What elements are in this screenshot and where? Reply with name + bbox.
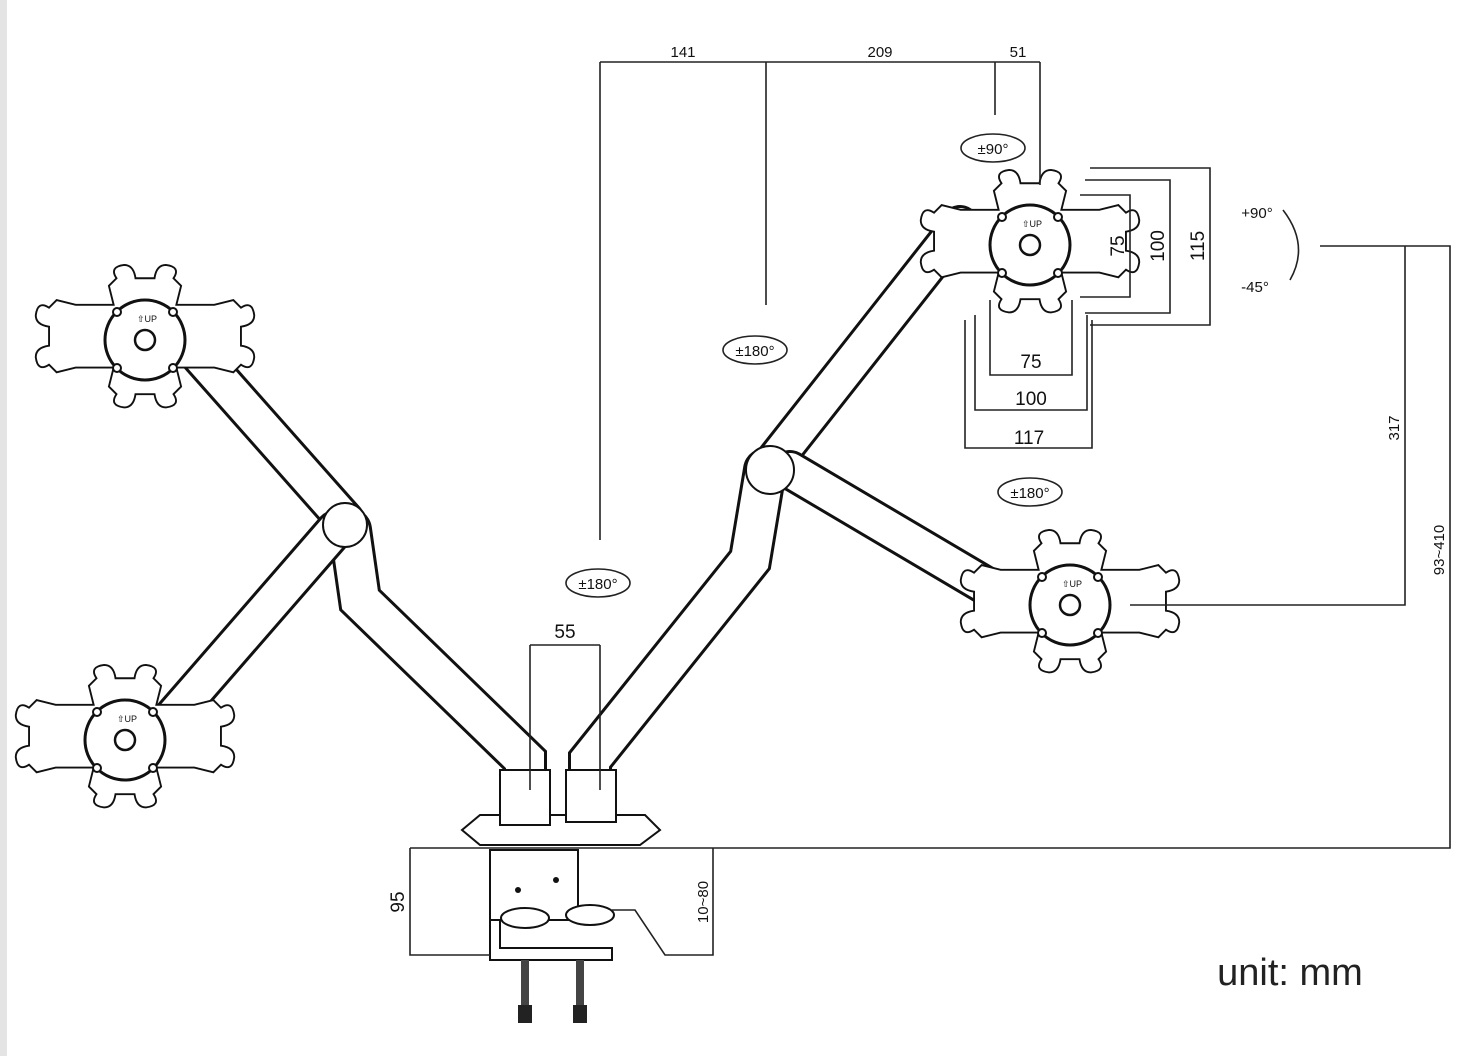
desk-thickness-range: 10~80 xyxy=(695,881,712,923)
swivel-90-label: ±90° xyxy=(978,141,1009,158)
vesa-v75: 75 xyxy=(1108,235,1129,256)
dim-317: 317 xyxy=(1386,415,1403,440)
dim-141: 141 xyxy=(670,44,695,61)
right-joint xyxy=(745,445,795,495)
vesa-v100: 100 xyxy=(1148,230,1169,262)
right-arm-lower xyxy=(568,448,787,812)
tilt-up-label: +90° xyxy=(1241,205,1272,222)
vesa-v115: 115 xyxy=(1188,231,1209,261)
rotate-90-arrow-icon xyxy=(960,133,1026,163)
right-bottom-vesa-plate xyxy=(959,528,1181,674)
vesa-h100: 100 xyxy=(1015,389,1047,410)
pole-left xyxy=(499,769,551,826)
clamp-height-95: 95 xyxy=(388,891,409,912)
dim-height-range: 93~410 xyxy=(1431,525,1448,575)
pole-width-55: 55 xyxy=(554,622,575,643)
tilt-down-label: -45° xyxy=(1241,279,1269,296)
left-joint xyxy=(322,502,368,548)
right-top-vesa-plate xyxy=(919,168,1141,314)
vesa-h75: 75 xyxy=(1020,352,1041,373)
rotate-180-arrow-icon xyxy=(722,335,788,365)
left-arm-lower xyxy=(328,508,547,812)
pole-right xyxy=(565,769,617,823)
left-edge-band xyxy=(0,0,7,1056)
swivel-arm-label: ±180° xyxy=(1010,485,1049,502)
left-arm-upper-to-bottom-plate xyxy=(150,510,355,740)
swivel-mid-label: ±180° xyxy=(735,343,774,360)
rotate-180-arrow-icon xyxy=(997,477,1063,507)
tilt-arrow-icon xyxy=(1282,209,1300,281)
vesa-h117: 117 xyxy=(1014,428,1044,449)
dim-209: 209 xyxy=(867,44,892,61)
left-arm-upper-to-top-plate xyxy=(170,325,365,540)
base-plate xyxy=(460,814,662,846)
dimension-lines xyxy=(409,61,1451,956)
unit-label: unit: mm xyxy=(1217,952,1363,994)
desk-clamp xyxy=(489,849,615,1023)
dim-51: 51 xyxy=(1010,44,1027,61)
rotate-180-arrow-icon xyxy=(565,568,631,598)
swivel-base-label: ±180° xyxy=(578,576,617,593)
